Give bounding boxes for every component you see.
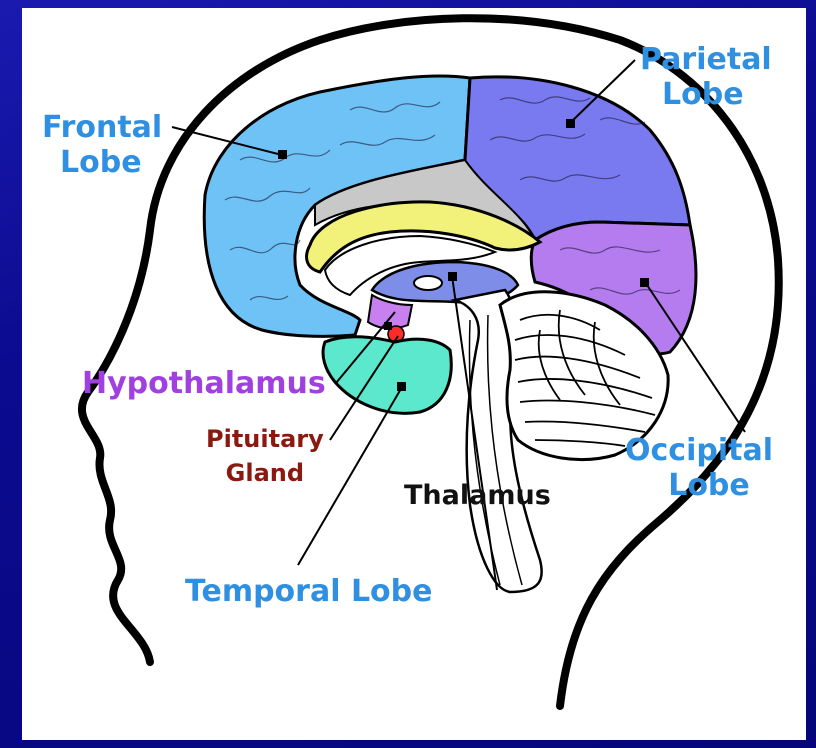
thalamus-label: Thalamus — [404, 480, 551, 512]
hypothalamus-label: Hypothalamus — [82, 366, 326, 401]
parietal-lobe-label: Parietal Lobe — [640, 42, 772, 113]
thalamus-inner — [414, 276, 442, 290]
occipital-lobe-label: Occipital Lobe — [625, 433, 773, 504]
frontal-lobe-label: Frontal Lobe — [42, 110, 162, 181]
pituitary-gland-label: Pituitary Gland — [206, 425, 324, 488]
temporal-lobe-label: Temporal Lobe — [185, 574, 433, 609]
